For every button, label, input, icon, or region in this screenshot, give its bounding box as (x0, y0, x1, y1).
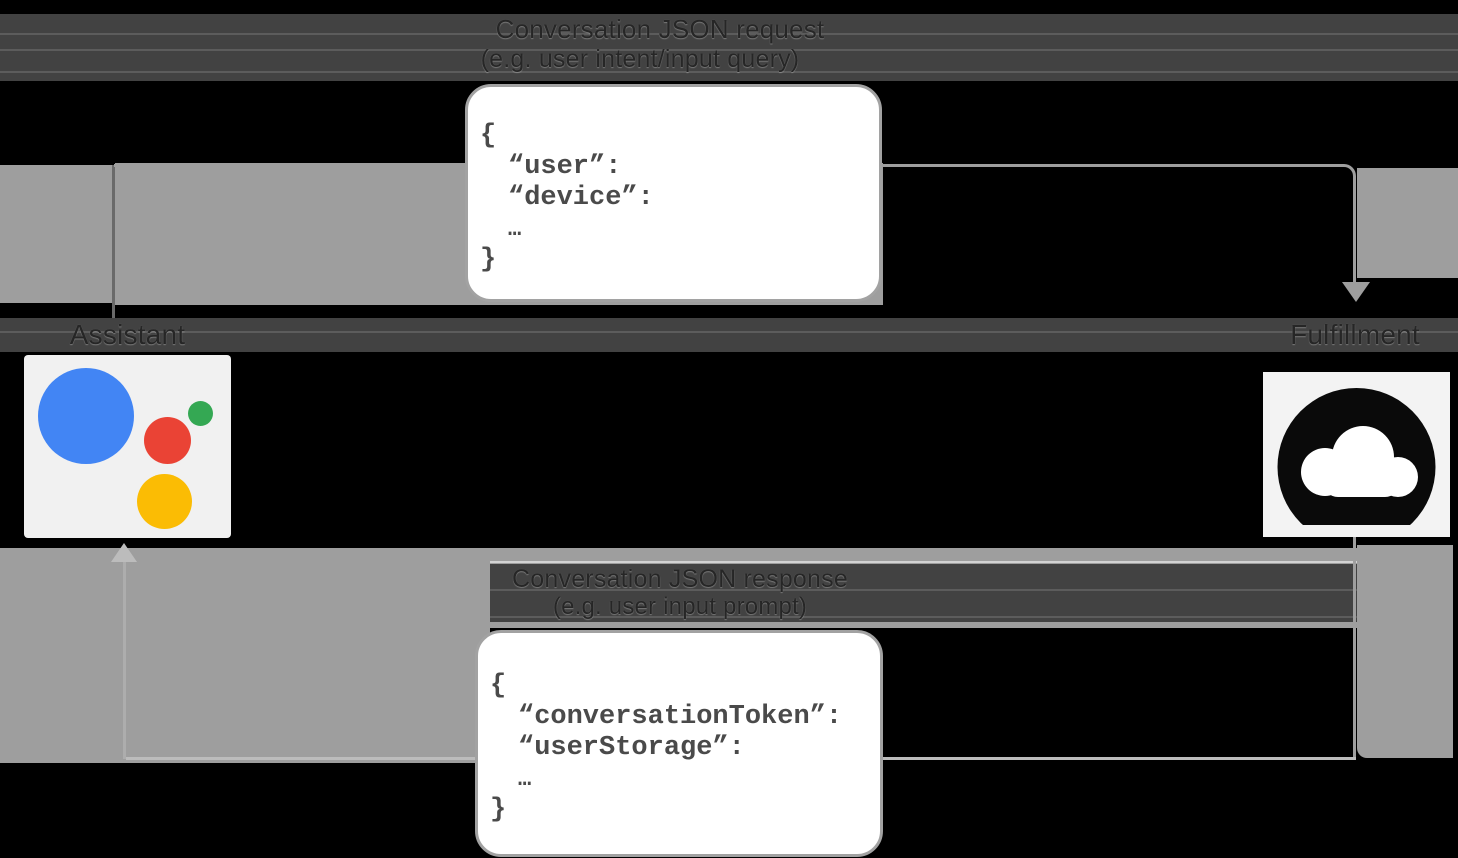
band-stripe (0, 49, 1458, 51)
arrow-fill-bottom-left (0, 548, 490, 763)
code-line: { (490, 671, 507, 701)
code-line: “user”: (508, 152, 622, 182)
assistant-label: Assistant (69, 319, 186, 350)
band-stripe (0, 71, 1458, 73)
code-line: } (480, 245, 497, 275)
response-json-card: { “conversationToken”: “userStorage”: … … (475, 630, 883, 857)
cloud-glyph (1263, 388, 1450, 546)
assistant-red-circle (144, 417, 191, 464)
response-arrowhead (111, 543, 137, 562)
arrow-fill-bottom-right (1357, 545, 1453, 758)
assistant-green-circle (188, 401, 213, 426)
arrow-fill-top-left (0, 165, 112, 303)
request-json-card: { “user”: “device”: … } (465, 84, 882, 302)
arrow-fill-top-right (1357, 168, 1458, 278)
request-arrowhead (1342, 282, 1370, 302)
response-arrow-drop-line (1353, 537, 1356, 759)
node-label-band (0, 318, 1458, 352)
assistant-yellow-circle (137, 474, 192, 529)
cloud-fulfillment-icon (1263, 372, 1450, 546)
response-label-band (490, 564, 1357, 622)
response-arrow-rise-line (123, 560, 126, 759)
code-line: { (480, 121, 497, 151)
response-band-topline (490, 561, 1357, 563)
band-stripe (490, 616, 1357, 618)
assistant-connector-line (112, 165, 115, 318)
fulfillment-label: Fulfillment (1290, 319, 1420, 350)
code-line: … (508, 217, 524, 242)
code-line: … (518, 767, 534, 792)
code-line: “userStorage”: (518, 733, 745, 763)
code-line: } (490, 795, 507, 825)
arrow-fill-bottom-underband (490, 622, 1357, 628)
response-flow-subtitle: (e.g. user input prompt) (552, 593, 808, 620)
response-flow-title: Conversation JSON response (512, 565, 848, 593)
request-flow-subtitle: (e.g. user intent/input query) (480, 45, 800, 73)
band-stripe (0, 331, 1458, 333)
arrow-fill-bottom-sliver (490, 548, 1357, 565)
code-line: “conversationToken”: (518, 702, 843, 732)
code-line: “device”: (508, 183, 654, 213)
assistant-blue-circle (38, 368, 134, 464)
request-label-band (0, 14, 1458, 81)
band-stripe (0, 33, 1458, 35)
google-assistant-icon (24, 355, 231, 538)
band-stripe (490, 589, 1357, 591)
request-flow-title: Conversation JSON request (495, 14, 825, 44)
